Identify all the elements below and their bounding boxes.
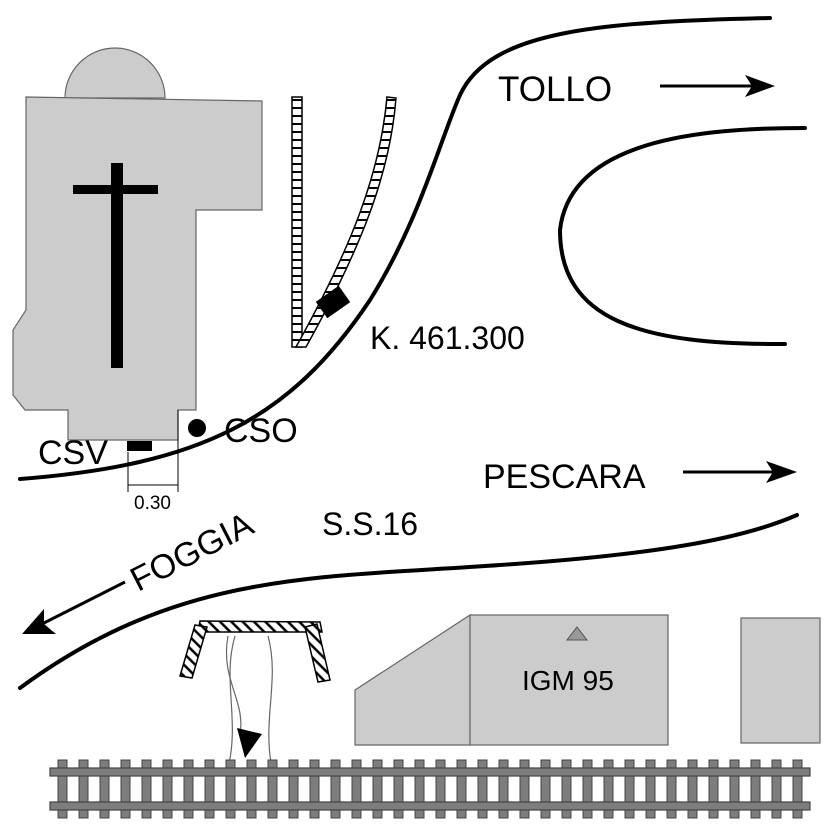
arrow-foggia	[22, 580, 126, 634]
wall-curved	[294, 96, 397, 348]
rail-sleeper	[246, 759, 257, 819]
rail-sleeper	[771, 759, 782, 819]
stream-bank-inner	[226, 635, 242, 736]
rail-sleeper	[624, 759, 635, 819]
rail-sleeper	[162, 759, 173, 819]
label-km: K. 461.300	[370, 320, 525, 356]
igm-building	[354, 613, 669, 746]
rail-sleeper	[561, 759, 572, 819]
rail-sleeper	[687, 759, 698, 819]
road-tollo-curve	[18, 16, 772, 481]
rail-sleeper	[540, 759, 551, 819]
rail-sleeper	[729, 759, 740, 819]
rail-sleeper	[456, 759, 467, 819]
rail-sleeper	[582, 759, 593, 819]
stream-flow-arrow	[237, 728, 262, 758]
rail-sleeper	[78, 759, 89, 819]
wall-straight	[291, 96, 303, 348]
rail-bottom	[49, 801, 811, 811]
rail-sleeper	[393, 759, 404, 819]
church-building	[12, 47, 263, 441]
rail-sleeper	[204, 759, 215, 819]
rail-sleeper	[666, 759, 677, 819]
label-offset: 0.30	[134, 493, 171, 514]
rail-sleeper	[267, 759, 278, 819]
walls	[291, 96, 397, 348]
rail-top	[49, 767, 811, 777]
cross-horizontal	[73, 185, 158, 194]
label-cso: CSO	[224, 412, 298, 450]
csv-marker	[127, 410, 179, 492]
culvert-deck	[197, 620, 323, 633]
igm-benchmark-marker	[565, 626, 589, 641]
rail-sleeper	[330, 759, 341, 819]
stream-bank-left	[227, 635, 236, 769]
label-csv: CSV	[38, 434, 108, 472]
rail-sleeper	[57, 759, 68, 819]
culvert-wing-right	[304, 623, 331, 683]
label-foggia: FOGGIA	[124, 505, 259, 599]
rail-sleeper	[435, 759, 446, 819]
rail-sleeper	[372, 759, 383, 819]
arrow-pescara	[683, 461, 797, 483]
railway-track	[49, 759, 811, 819]
igm-building-annex	[354, 613, 471, 746]
rail-sleeper	[183, 759, 194, 819]
rail-sleeper	[498, 759, 509, 819]
rail-sleeper	[708, 759, 719, 819]
rail-sleeper	[99, 759, 110, 819]
rail-sleeper	[225, 759, 236, 819]
arrow-tollo	[660, 75, 775, 97]
rail-sleeper	[414, 759, 425, 819]
cross-vertical	[111, 163, 123, 368]
cso-point	[188, 419, 206, 437]
rail-sleeper	[309, 759, 320, 819]
road-u-curve	[557, 126, 807, 347]
label-pescara: PESCARA	[483, 458, 646, 496]
small-building	[740, 617, 821, 744]
label-tollo: TOLLO	[498, 70, 612, 109]
rail-sleeper	[792, 759, 803, 819]
culvert	[179, 620, 331, 769]
rail-sleeper	[288, 759, 299, 819]
road-ss16	[18, 513, 799, 690]
church-outline	[12, 96, 263, 441]
stream-bank-right	[267, 635, 273, 769]
rail-sleeper	[750, 759, 761, 819]
csv-block	[127, 441, 152, 451]
church-apse	[64, 47, 166, 99]
label-road-name: S.S.16	[322, 506, 418, 542]
km-marker	[315, 285, 351, 319]
rail-sleeper	[603, 759, 614, 819]
rail-sleeper	[141, 759, 152, 819]
culvert-wing-left	[179, 624, 208, 679]
rail-sleeper	[351, 759, 362, 819]
rail-sleeper	[477, 759, 488, 819]
label-igm: IGM 95	[522, 665, 614, 696]
rail-sleeper	[519, 759, 530, 819]
rail-sleeper	[120, 759, 131, 819]
rail-sleeper	[645, 759, 656, 819]
